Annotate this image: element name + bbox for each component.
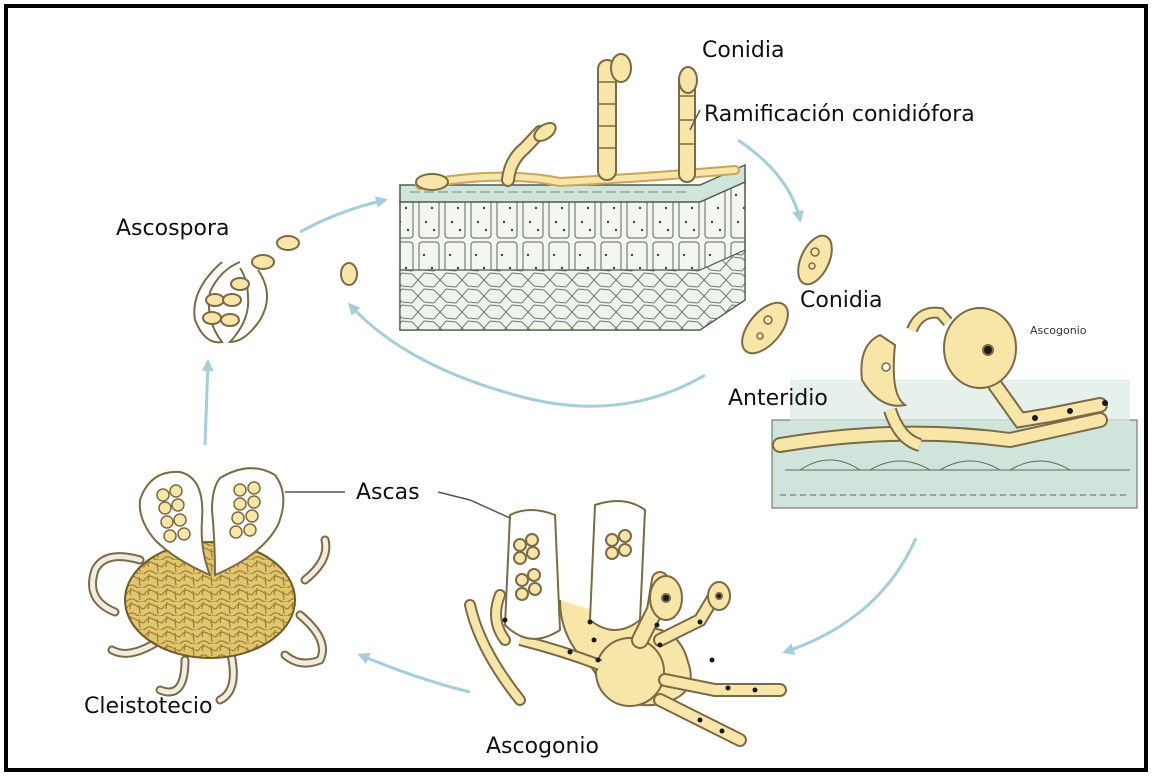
label-ascogonio-small: Ascogonio (1030, 325, 1087, 336)
arrow-to-ascogonio (785, 538, 916, 652)
cleistotecio-group (93, 468, 326, 700)
arrow-leaf-to-conidia (738, 140, 800, 220)
conidiophores (416, 54, 735, 190)
label-ascospora: Ascospora (116, 218, 229, 240)
label-ascas: Ascas (356, 482, 420, 504)
asca-right (590, 501, 645, 630)
free-ascospore (252, 255, 274, 269)
ascospora-group (194, 236, 357, 342)
label-conidia-top: Conidia (702, 40, 784, 62)
ascogonio-cell (944, 308, 1016, 388)
free-ascospore (277, 236, 299, 250)
free-ascospore (341, 263, 357, 285)
ascas-leader-right (438, 492, 510, 518)
label-ascogonio-bottom: Ascogonio (486, 736, 599, 758)
label-cleistotecio: Cleistotecio (84, 696, 213, 718)
label-anteridio: Anteridio (728, 388, 828, 410)
ascogonium-with-asci (470, 501, 780, 740)
leaf-section (400, 165, 745, 330)
label-conidia-mid: Conidia (800, 290, 882, 312)
arrow-ascospora-to-leaf (300, 200, 385, 232)
arrow-to-ascospora (205, 362, 208, 445)
label-ramificacion-conidiofora: Ramificación conidiófora (704, 104, 975, 126)
arrow-to-cleistotecio (360, 655, 470, 692)
cleistothecium-body (125, 542, 295, 658)
